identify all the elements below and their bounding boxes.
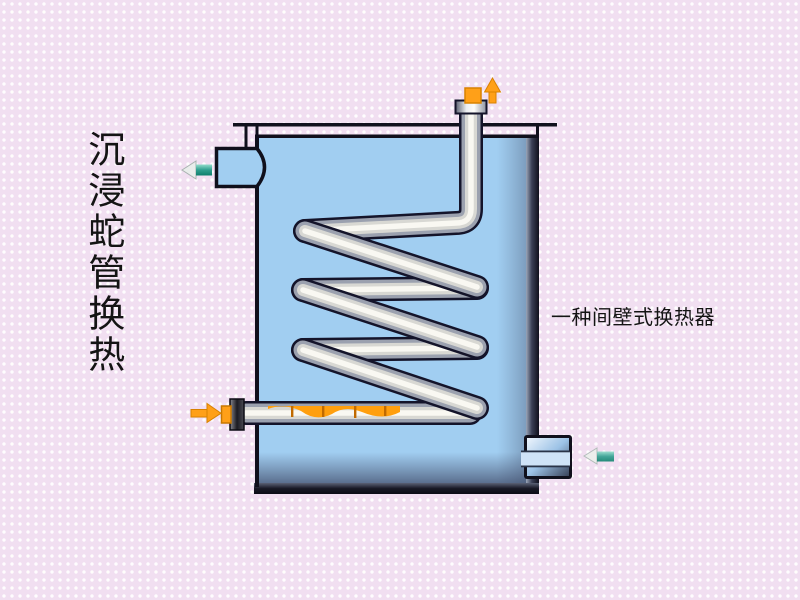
tank-wall-right — [526, 135, 539, 487]
caption-heat-exchanger-type: 一种间壁式换热器 — [551, 307, 715, 329]
tank-top-edge — [255, 134, 538, 138]
overflow-nozzle — [214, 146, 267, 189]
tank-inner-shadow-bottom — [256, 452, 538, 485]
hot-fluid-in-pipe — [268, 406, 400, 418]
tank-wall-left — [255, 185, 259, 487]
rim-tick-left-outer — [244, 123, 248, 150]
rim-tick-right — [536, 123, 539, 137]
hot-inlet-cap — [220, 405, 232, 424]
drain-nozzle — [521, 435, 572, 479]
tank-rim — [233, 123, 557, 127]
cold-inlet-arrow-icon — [583, 447, 614, 465]
tank-wall-bottom — [254, 483, 539, 494]
inlet-flange — [229, 398, 245, 431]
hot-outlet-arrow-icon — [483, 76, 502, 104]
cold-outlet-arrow-icon — [181, 160, 212, 180]
tank-wall-left-upper — [255, 135, 259, 150]
hot-inlet-arrow-icon — [190, 402, 222, 424]
slide-title-vertical: 沉浸蛇管换热 — [81, 130, 123, 376]
rim-tick-left-inner — [255, 123, 259, 137]
hot-outlet-cap — [464, 87, 482, 104]
